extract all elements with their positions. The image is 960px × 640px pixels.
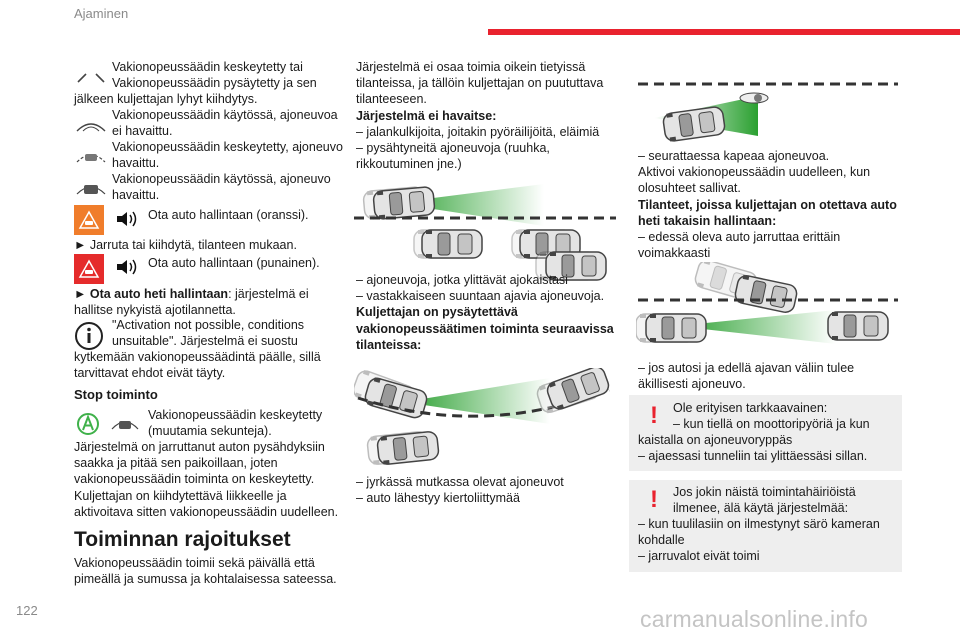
warning-note-2 [629, 480, 902, 572]
limits-list-3: – jyrkässä mutkassa olevat ajoneuvot– au… [356, 475, 564, 506]
illustration-stopped-vehicles [354, 178, 616, 293]
illustration-curve [350, 363, 616, 473]
activation-note-cont: kytkemään vakionopeussäädintä päälle, si… [74, 350, 321, 381]
take-control-now: ► Ota auto heti hallintaan: järjestelmä … [74, 287, 309, 318]
warning-note-1-head: Ole erityisen tarkkaavainen:– kun tiellä… [673, 401, 870, 432]
speaker-icon [114, 209, 140, 234]
brake-or-accelerate: ► Jarruta tai kiihdytä, tilanteen mukaan… [74, 238, 297, 252]
running-header: Ajaminen [74, 6, 129, 21]
illustration-cut-in [635, 257, 900, 357]
orange-alert-icon [74, 205, 104, 240]
icon-desc-1-cont: jälkeen kuljettajan lyhyt kiihdytys. [74, 92, 258, 106]
header-red-bar [488, 29, 960, 35]
warning-note-1 [629, 395, 902, 471]
cut-in-text: – jos autosi ja edellä ajavan väliin tul… [638, 361, 855, 392]
take-control-red: Ota auto hallintaan (punainen). [148, 256, 320, 270]
illustration-narrow-vehicle [636, 76, 900, 149]
car-icon [110, 413, 140, 436]
warning-note-2-body: – kun tuulilasiin on ilmestynyt särö kam… [638, 517, 880, 564]
info-icon [74, 321, 104, 356]
limits-paragraph: Järjestelmä ei osaa toimia oikein tietyi… [356, 60, 604, 172]
broken-lane-icon [74, 67, 108, 90]
green-a-icon [76, 412, 100, 441]
take-control-orange: Ota auto hallintaan (oranssi). [148, 208, 309, 222]
red-alert-icon [74, 254, 104, 289]
warning-exclamation-icon: ! [650, 486, 658, 513]
lane-arc-car-icon [74, 145, 108, 170]
warning-note-1-body: kaistalla on ajoneuvoryppäs– ajaessasi t… [638, 433, 868, 464]
situations-paragraph: – seurattaessa kapeaa ajoneuvoa. Aktivoi… [638, 149, 897, 261]
section-heading: Toiminnan rajoitukset [74, 528, 291, 551]
stop-paragraph: Järjestelmä on jarruttanut auton pysähdy… [74, 440, 339, 519]
stop-heading: Stop toiminto [74, 387, 158, 402]
stop-desc: Vakionopeussäädin keskeytetty(muutamia s… [148, 408, 323, 439]
watermark: carmanualsonline.info [640, 606, 868, 632]
warning-exclamation-icon: ! [650, 402, 658, 429]
page-number: 122 [16, 603, 38, 618]
speaker-icon [114, 257, 140, 282]
lane-arc-icon [74, 114, 108, 139]
car-icon [74, 177, 108, 202]
limits-list-2: – ajoneuvoja, jotka ylittävät ajokaistas… [356, 273, 614, 352]
limits-intro: Vakionopeussäädin toimii sekä päivällä e… [74, 556, 337, 587]
